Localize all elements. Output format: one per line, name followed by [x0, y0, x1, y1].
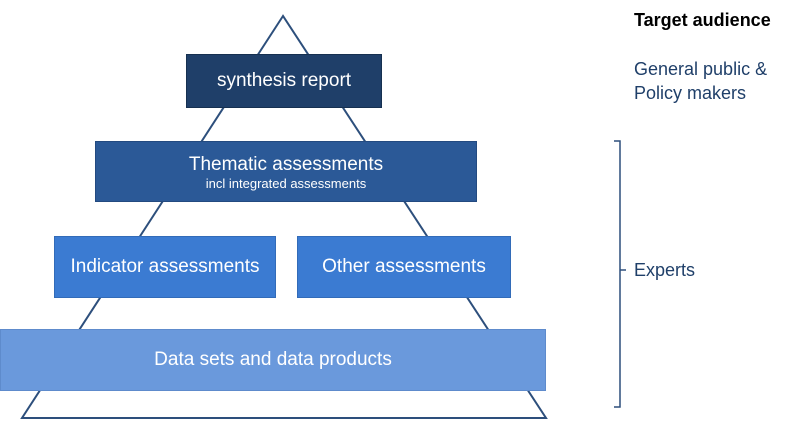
- audience-public-line1: General public &: [634, 59, 768, 79]
- indicator-assessments-label: Indicator assessments: [70, 256, 260, 277]
- experts-bracket: [614, 140, 621, 408]
- audience-experts-label: Experts: [634, 260, 696, 280]
- other-assessments-label: Other assessments: [322, 256, 486, 277]
- data-sets-box: Data sets and data products: [0, 329, 546, 391]
- synthesis-report-box: synthesis report: [186, 54, 382, 108]
- data-sets-label: Data sets and data products: [154, 349, 392, 370]
- thematic-assessments-sublabel: incl integrated assessments: [205, 175, 367, 191]
- thematic-assessments-box: Thematic assessments incl integrated ass…: [95, 141, 477, 202]
- audience-public-line2: Policy makers: [634, 83, 747, 103]
- other-assessments-box: Other assessments: [297, 236, 511, 298]
- target-audience-heading: Target audience: [634, 10, 771, 30]
- thematic-assessments-label: Thematic assessments: [188, 153, 384, 175]
- synthesis-report-label: synthesis report: [216, 70, 352, 91]
- pyramid-triangle: [20, 14, 548, 419]
- indicator-assessments-box: Indicator assessments: [54, 236, 276, 298]
